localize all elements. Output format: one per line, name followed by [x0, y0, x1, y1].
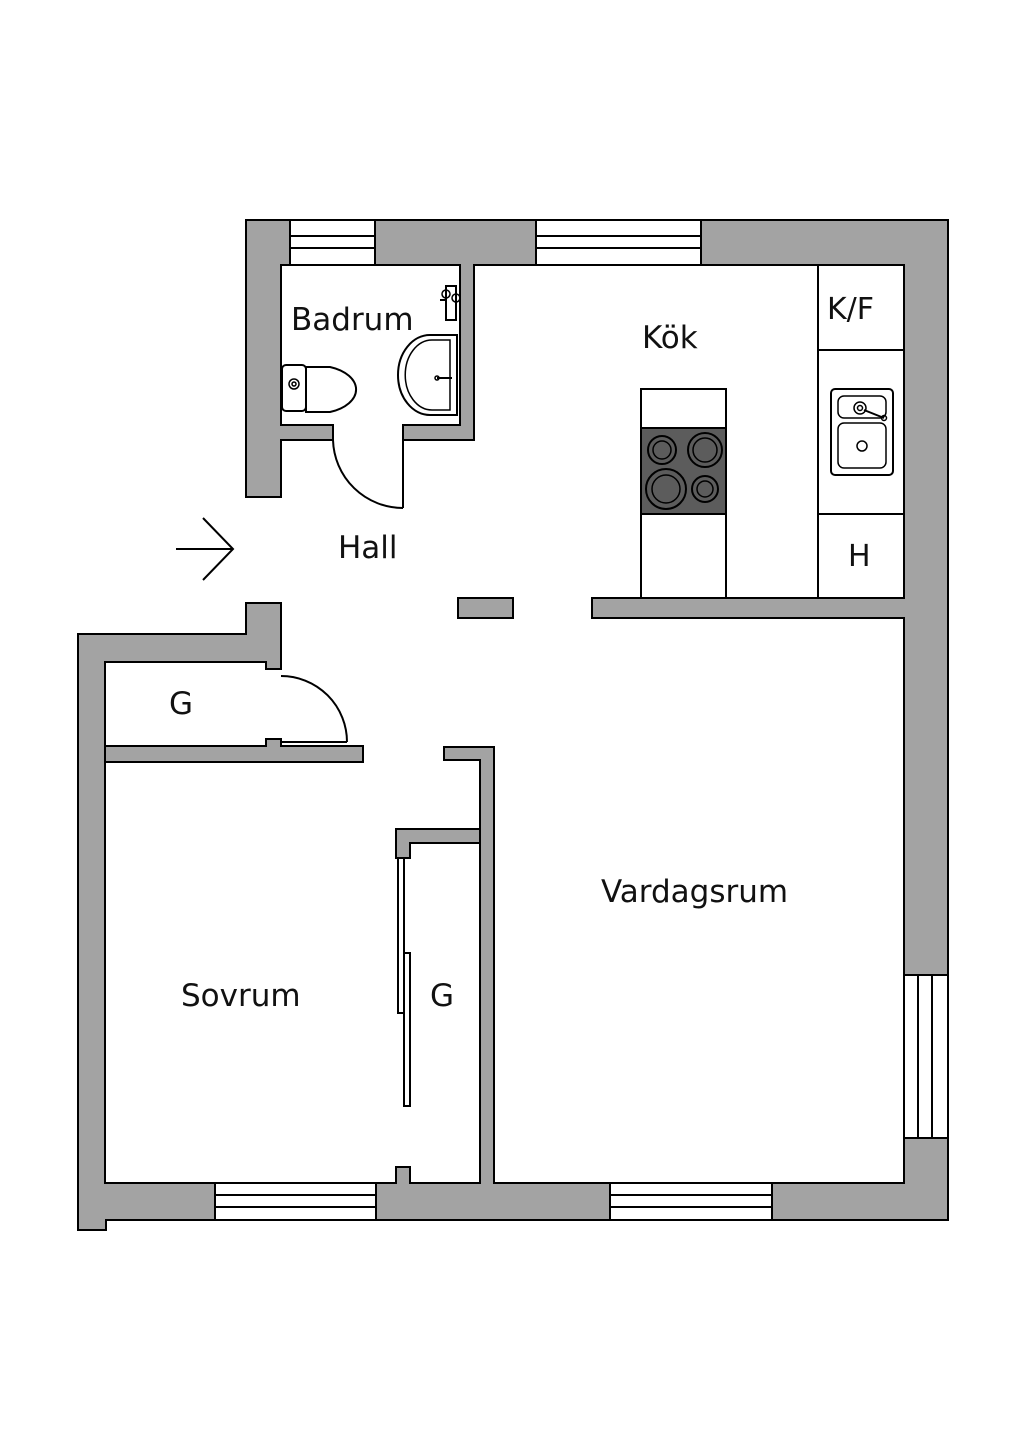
closet-wall [104, 738, 364, 763]
fixture-label-h: H [848, 539, 871, 574]
closet-partition [395, 828, 481, 859]
bathroom-fixtures [281, 285, 461, 416]
sliding-door-b [403, 952, 411, 1107]
washbasin-icon [397, 334, 458, 416]
toilet-icon [281, 364, 357, 413]
arrow-right-icon [176, 517, 235, 581]
room-label-hall: Hall [338, 530, 398, 566]
room-label-vardagsrum: Vardagsrum [601, 874, 788, 910]
closet-door-swing [280, 675, 348, 743]
bathroom-door-swing [332, 439, 404, 509]
fixture-label-kf: K/F [827, 292, 874, 327]
hall-stub [457, 597, 514, 619]
room-label-sovrum: Sovrum [181, 978, 301, 1014]
closet-label-bedroom: G [430, 978, 454, 1014]
sink-icon [830, 388, 894, 476]
window-living-bottom [609, 1182, 773, 1221]
shower-tap-icon [440, 285, 461, 321]
sliding-door-a [397, 857, 405, 1014]
labels: Badrum Kök K/F H Hall G Vardagsrum Sovru… [169, 292, 874, 1014]
window-bedroom [214, 1182, 377, 1221]
doors [280, 439, 411, 1107]
window-kitchen [535, 219, 702, 266]
bottom-wall [375, 746, 611, 1221]
closet-label-hall: G [169, 686, 193, 722]
windows [214, 219, 949, 1221]
kitchen-fixtures [640, 264, 905, 599]
window-living-right [903, 974, 949, 1139]
room-label-badrum: Badrum [291, 302, 414, 338]
room-label-kok: Kök [642, 320, 698, 356]
window-bathroom [289, 219, 376, 266]
